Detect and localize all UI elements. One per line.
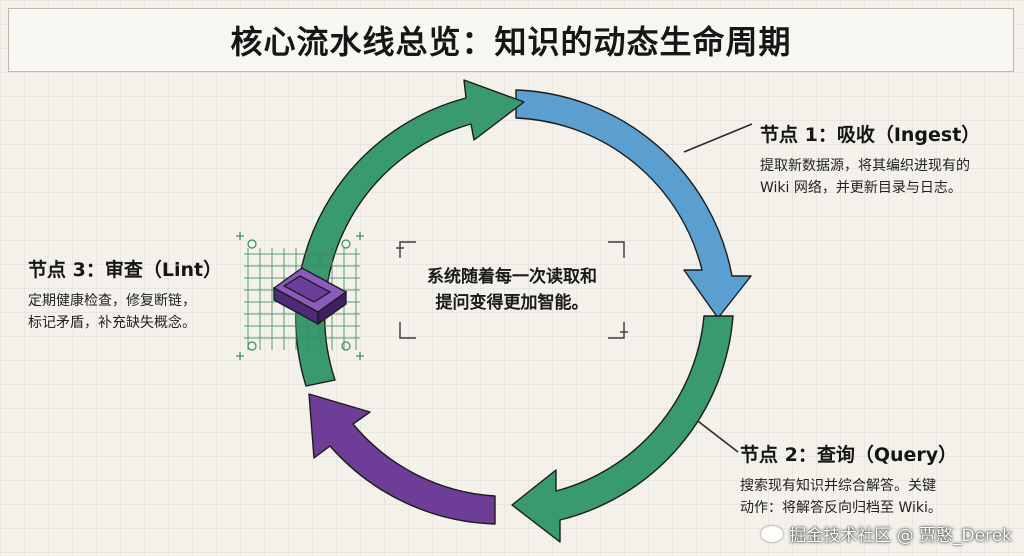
node-query-desc-1: 搜索现有知识并综合解答。关键 [740, 478, 936, 494]
leader-line-ingest [683, 123, 753, 153]
title-box: 核心流水线总览：知识的动态生命周期 [8, 8, 1014, 72]
return-arrow [295, 79, 525, 387]
page-title: 核心流水线总览：知识的动态生命周期 [230, 23, 792, 61]
node-lint: 节点 3：审查（Lint） 定期健康检查，修复断链， 标记矛盾，补充缺失概念。 [28, 255, 238, 334]
center-message: 系统随着每一次读取和 提问变得更加智能。 [398, 240, 626, 340]
query-arrow [511, 315, 734, 543]
center-box-frame [396, 241, 628, 339]
node-ingest: 节点 1：吸收（Ingest） 提取新数据源，将其编织进现有的 Wiki 网络，… [760, 120, 1015, 199]
watermark: 掘金技术社区 @ 贾憨_Derek [761, 521, 1012, 546]
node-lint-desc-1: 定期健康检查，修复断链， [28, 293, 196, 309]
grid-chip-icon [236, 232, 364, 360]
node-ingest-desc-2: Wiki 网络，并更新目录与日志。 [760, 180, 962, 196]
node-query: 节点 2：查询（Query） 搜索现有知识并综合解答。关键 动作：将解答反向归档… [740, 440, 1010, 519]
wechat-icon [761, 525, 784, 542]
watermark-text: 掘金技术社区 @ 贾憨_Derek [789, 526, 1012, 546]
node-query-desc-2: 动作：将解答反向归档至 Wiki。 [740, 500, 942, 516]
center-line-2: 提问变得更加智能。 [435, 293, 589, 313]
node-query-title: 节点 2：查询（Query） [740, 444, 958, 466]
node-lint-title: 节点 3：审查（Lint） [28, 259, 223, 281]
lint-arrow [308, 393, 496, 525]
center-line-1: 系统随着每一次读取和 [427, 267, 597, 287]
ingest-arrow [515, 89, 752, 319]
node-ingest-desc-1: 提取新数据源，将其编织进现有的 [760, 158, 970, 174]
cycle-ring [295, 79, 752, 543]
node-lint-desc-2: 标记矛盾，补充缺失概念。 [28, 315, 196, 331]
node-ingest-title: 节点 1：吸收（Ingest） [760, 124, 981, 146]
